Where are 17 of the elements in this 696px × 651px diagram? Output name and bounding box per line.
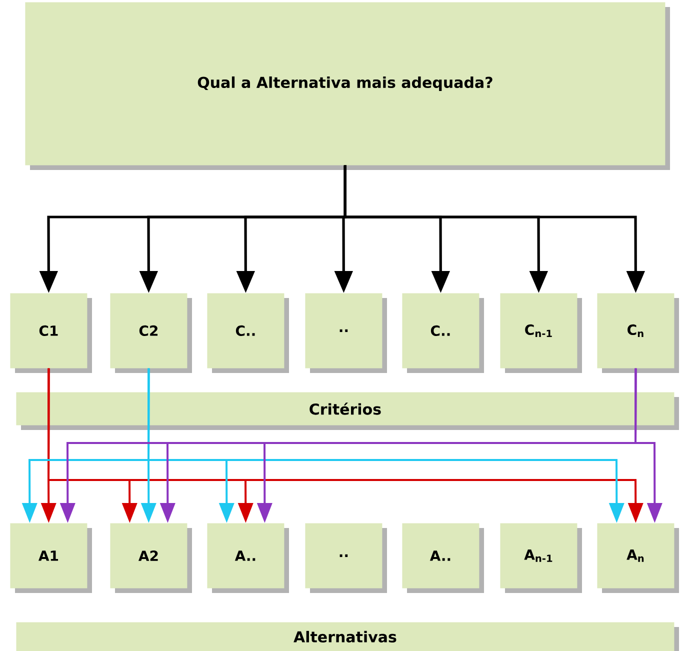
alternative-box: A1 (10, 523, 92, 593)
criterion-box: C.. (402, 293, 484, 373)
criterion-box: C$_{n-1}$ (500, 293, 582, 373)
alternative-box: A2 (110, 523, 192, 593)
alternative-box: A.. (402, 523, 484, 593)
alternative-box: .. (305, 523, 387, 593)
criterion-box: C2 (110, 293, 192, 373)
alternative-box: A$_{n}$ (597, 523, 679, 593)
criterion-box: C1 (10, 293, 92, 373)
alternative-box: A$_{n-1}$ (500, 523, 582, 593)
criterion-box: C$_{n}$ (597, 293, 679, 373)
criterion-box: .. (305, 293, 387, 373)
question-box: Qual a Alternativa mais adequada? (25, 2, 670, 170)
alternative-box: A.. (207, 523, 289, 593)
caption-band: Alternativas (16, 622, 679, 651)
criterion-box: C.. (207, 293, 289, 373)
caption-band: Critérios (16, 392, 679, 430)
